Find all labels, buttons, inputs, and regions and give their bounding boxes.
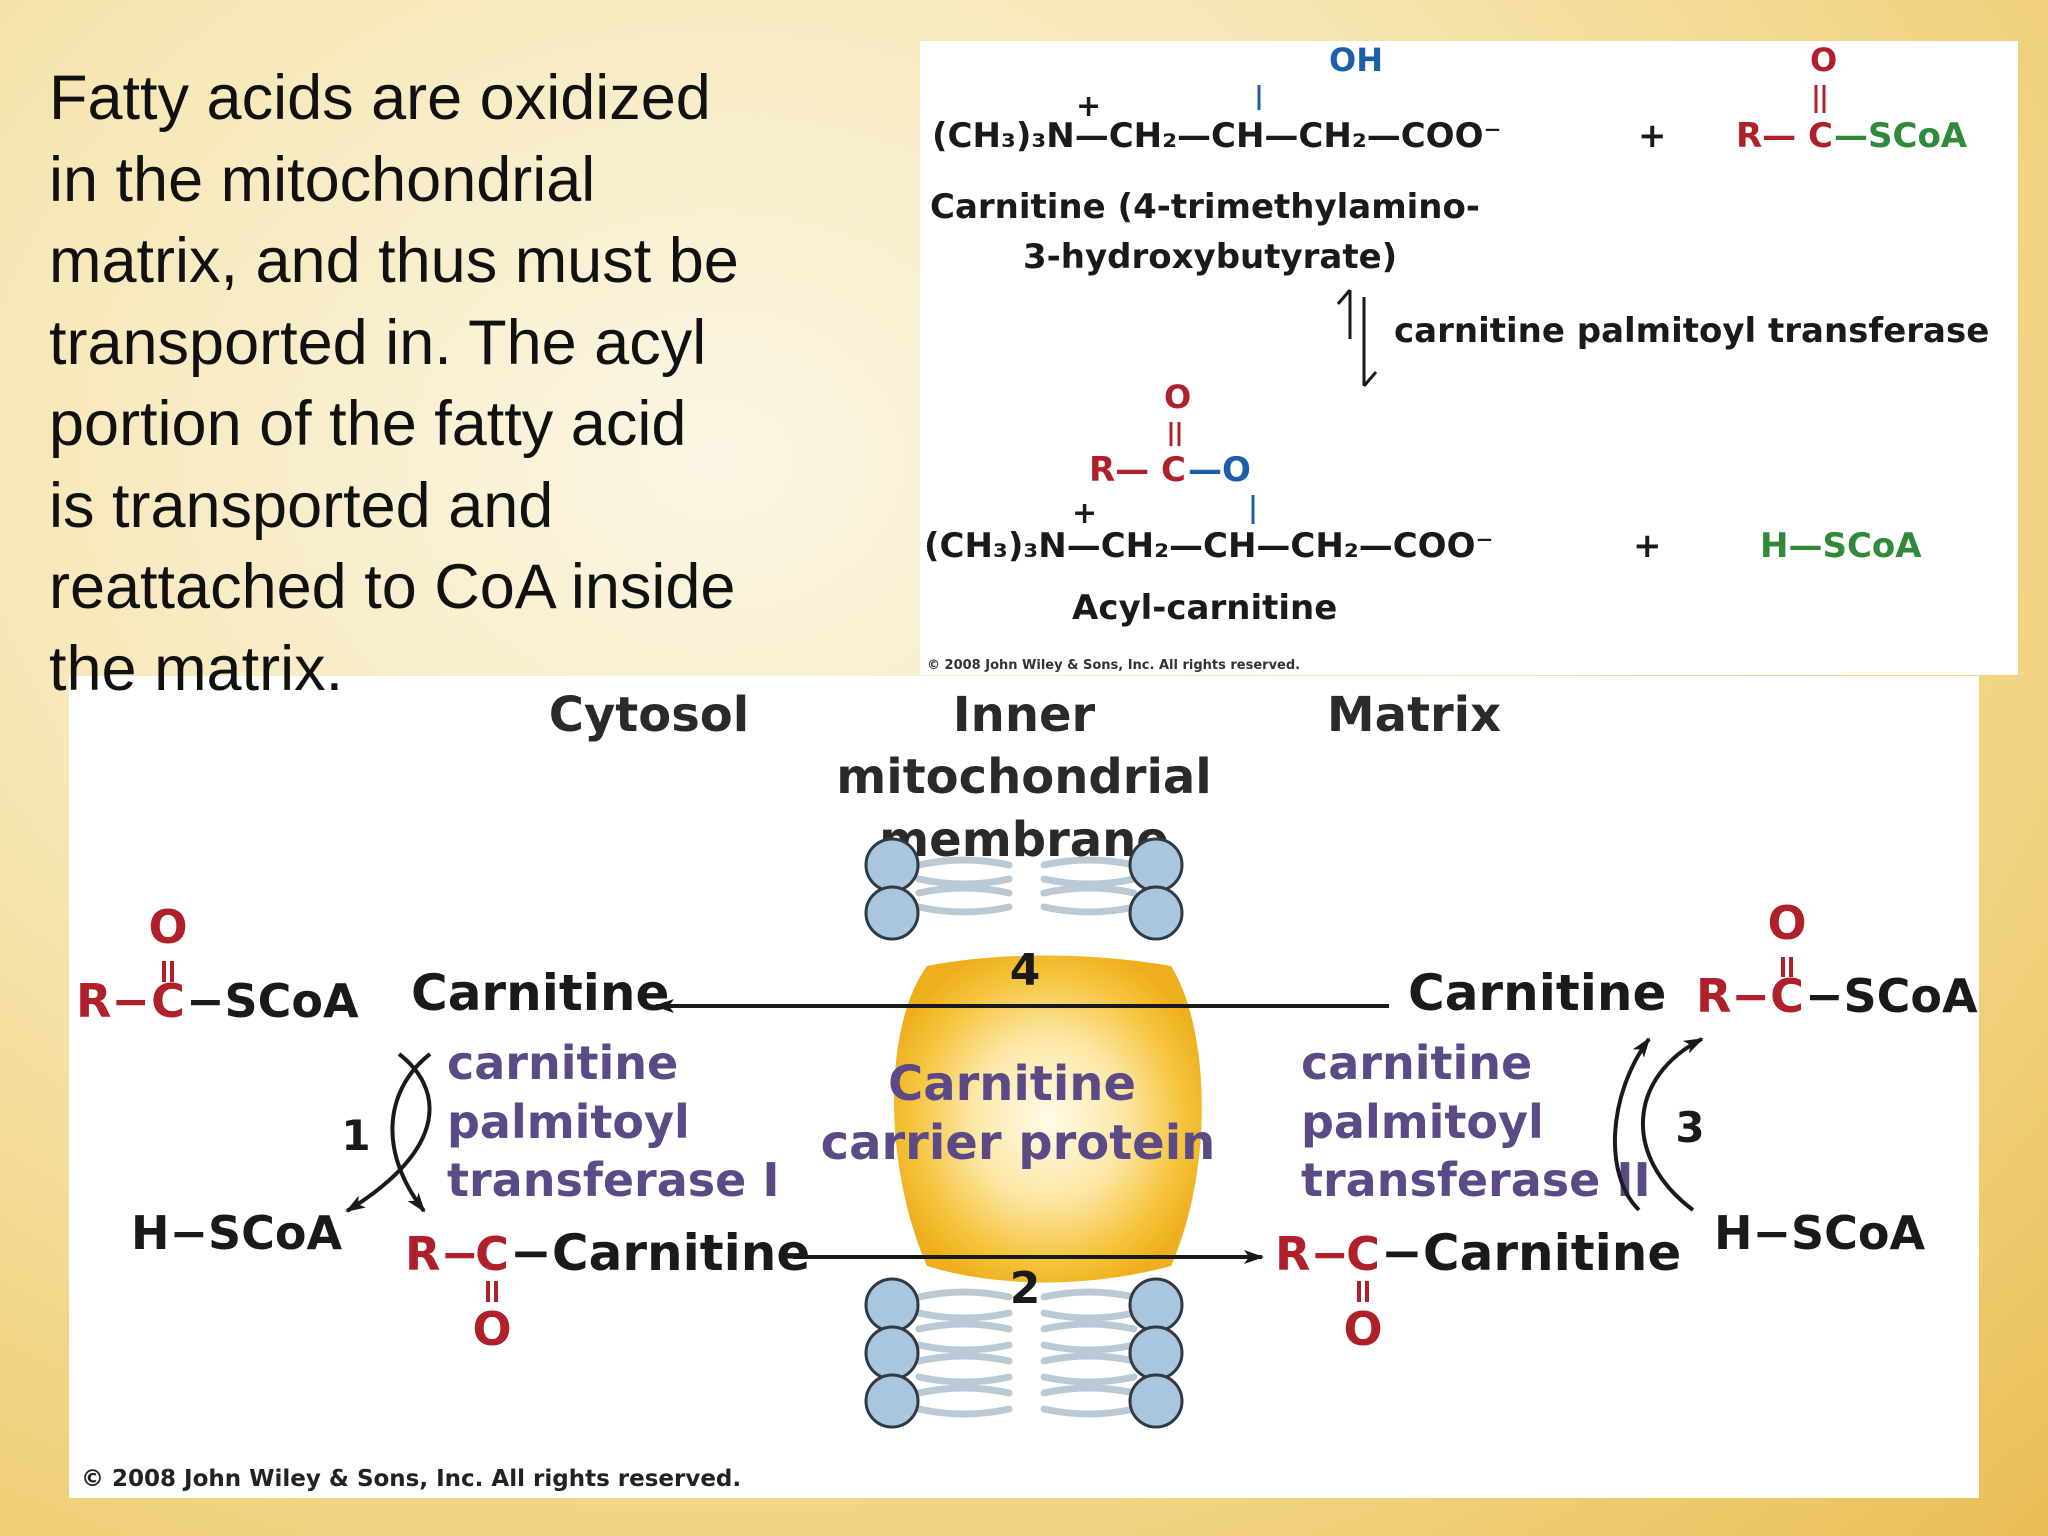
left-acylcoa-r: R− [76,974,150,1028]
enzyme-cpt1-line1: carnitine [447,1036,678,1090]
header-membrane-line2: mitochondrial [836,749,1212,805]
step-3-label: 3 [1675,1103,1704,1152]
header-matrix: Matrix [1327,687,1501,743]
carnitine-matrix: Carnitine [1408,964,1666,1022]
header-membrane-line3: membrane [879,812,1169,868]
left-acylcarn-c: C [475,1227,509,1281]
reaction-figure: OH + (CH₃)₃N—CH₂—CH—CH₂—COO⁻ + O R— C —S… [924,41,1989,673]
right-acylcarn-c: C [1346,1227,1380,1281]
right-acylcarn-o: O [1343,1302,1382,1356]
protein-label-line2: carrier protein [821,1115,1216,1171]
hydroxyl-label: OH [1329,41,1383,79]
plus-sign-top: + [1638,116,1667,156]
coa-sh: H—SCoA [1760,526,1922,566]
step-2-label: 2 [1010,1263,1041,1314]
enzyme-cpt2-line2: palmitoyl [1301,1095,1544,1149]
left-arrow-to-acylcarnitine [390,1052,432,1213]
carnitine-cytosol: Carnitine [411,964,669,1022]
right-acylcoa-scoa: −SCoA [1805,969,1978,1023]
acyl-coa-scoa: —SCoA [1834,116,1968,156]
enzyme-label-top: carnitine palmitoyl transferase [1394,311,1989,351]
product-c: C [1161,450,1186,490]
equilibrium-arrows [1336,289,1378,387]
intro-text: Fatty acids are oxidized in the mitochon… [49,63,739,704]
copyright-top: © 2008 John Wiley & Sons, Inc. All right… [927,658,1300,673]
transport-panel: Cytosol Inner mitochondrial membrane Mat… [69,676,1979,1498]
hscoa-matrix: H−SCoA [1714,1206,1926,1260]
product-ester-o: —O [1188,450,1251,490]
left-acylcoa-c: C [151,974,185,1028]
right-acylcarn-r: R− [1275,1227,1349,1281]
left-acylcarn-r: R− [405,1227,479,1281]
product-charge: + [1072,496,1097,531]
copyright-bottom: © 2008 John Wiley & Sons, Inc. All right… [81,1466,741,1492]
acyl-coa-carbonyl-o: O [1810,41,1837,79]
carrier-protein [894,955,1202,1283]
header-membrane-line1: Inner [953,687,1096,743]
left-acylcarn-tail: −Carnitine [510,1224,810,1282]
left-arrow-to-hscoa [345,1052,432,1213]
acyl-coa-r: R— [1736,116,1796,156]
right-acylcoa-c: C [1770,969,1804,1023]
product-carbonyl-o: O [1164,378,1191,416]
reactant-charge: + [1076,89,1101,124]
left-acylcoa-scoa: −SCoA [186,974,359,1028]
right-arrow-to-carnitine [1612,1037,1651,1212]
left-acylcarn-o: O [472,1302,511,1356]
enzyme-cpt2-line3: transferase II [1301,1153,1651,1207]
transport-figure: Cytosol Inner mitochondrial membrane Mat… [76,687,1978,1492]
right-arrow-to-acylcoa [1641,1037,1704,1212]
enzyme-cpt2-line1: carnitine [1301,1036,1532,1090]
left-acylcoa-o: O [148,900,187,954]
carnitine-name-line2: 3-hydroxybutyrate) [1023,237,1397,277]
right-acylcoa-o: O [1767,896,1806,950]
reaction-panel: OH + (CH₃)₃N—CH₂—CH—CH₂—COO⁻ + O R— C —S… [920,41,2018,675]
acyl-coa-c: C [1808,116,1833,156]
right-acylcoa-r: R− [1696,969,1770,1023]
carnitine-name-line1: Carnitine (4-trimethylamino- [930,187,1480,227]
enzyme-cpt1-line3: transferase I [447,1153,780,1207]
hscoa-cytosol: H−SCoA [131,1206,343,1260]
protein-label-line1: Carnitine [888,1056,1136,1112]
product-r: R— [1089,450,1149,490]
lipid-heads [864,837,1184,1429]
right-acylcarn-tail: −Carnitine [1381,1224,1681,1282]
enzyme-cpt1-line2: palmitoyl [447,1095,690,1149]
header-cytosol: Cytosol [549,687,749,743]
plus-sign-bottom: + [1633,526,1662,566]
membrane-bilayer [864,837,1184,1429]
step-4-label: 4 [1010,945,1041,996]
lipid-tails [915,856,1138,1418]
carnitine-formula: (CH₃)₃N—CH₂—CH—CH₂—COO⁻ [932,116,1501,156]
acylcarnitine-name: Acyl-carnitine [1072,588,1337,628]
acylcarnitine-formula: (CH₃)₃N—CH₂—CH—CH₂—COO⁻ [924,526,1493,566]
step-1-label: 1 [341,1111,370,1160]
